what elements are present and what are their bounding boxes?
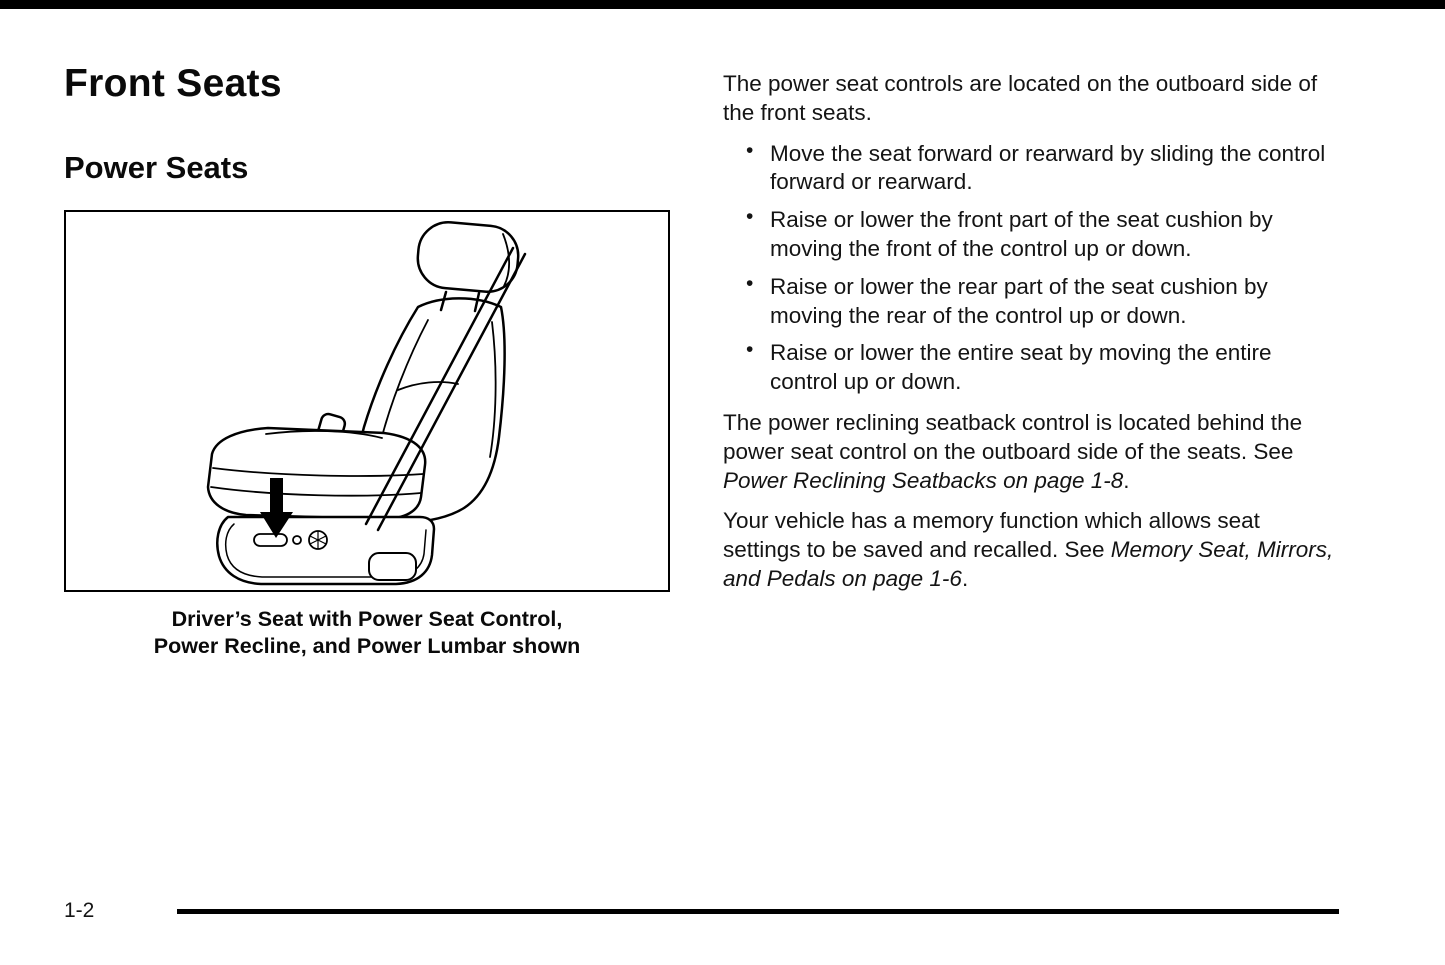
down-arrow-icon <box>260 478 293 538</box>
figure-caption: Driver’s Seat with Power Seat Control, P… <box>64 606 670 660</box>
bullet-item: Raise or lower the front part of the sea… <box>741 204 1341 264</box>
page-title: Front Seats <box>64 62 282 105</box>
seat-illustration <box>206 221 527 586</box>
page-top-edge <box>0 0 1445 9</box>
bullet-item: Raise or lower the entire seat by moving… <box>741 337 1341 397</box>
page-number: 1-2 <box>64 899 95 922</box>
power-seat-controls <box>253 530 328 550</box>
paragraph-intro: The power seat controls are located on t… <box>723 71 1318 125</box>
paragraph-memory: Your vehicle has a memory function which… <box>723 507 1341 593</box>
section-title: Power Seats <box>64 150 249 185</box>
controls-bullet-list: Move the seat forward or rearward by sli… <box>741 138 1341 397</box>
seat-headrest <box>416 221 520 293</box>
paragraph-reclining: The power reclining seatback control is … <box>723 409 1341 495</box>
seat-belt <box>364 246 527 532</box>
bullet-item: Raise or lower the rear part of the seat… <box>741 271 1341 331</box>
paragraph-memory-suffix: . <box>961 565 969 591</box>
left-column: Front Seats Power Seats <box>64 62 670 660</box>
bullet-item: Move the seat forward or rearward by sli… <box>741 138 1341 198</box>
figure-caption-line2: Power Recline, and Power Lumbar shown <box>153 634 581 659</box>
paragraph-memory-text: Your vehicle has a memory function which… <box>723 508 1260 563</box>
memory-cross-reference: Memory Seat, Mirrors, and Pedals on page… <box>723 537 1334 591</box>
paragraph-reclining-text: The power reclining seatback control is … <box>723 409 1303 464</box>
reclining-cross-reference: Power Reclining Seatbacks on page 1-8 <box>723 467 1124 493</box>
paragraph-reclining-suffix: . <box>1123 467 1130 493</box>
seat-track <box>368 552 417 581</box>
right-column: The power seat controls are located on t… <box>723 70 1341 606</box>
figure-caption-line1: Driver’s Seat with Power Seat Control, <box>171 607 563 631</box>
footer-rule <box>177 909 1339 914</box>
seat-figure <box>64 210 670 592</box>
